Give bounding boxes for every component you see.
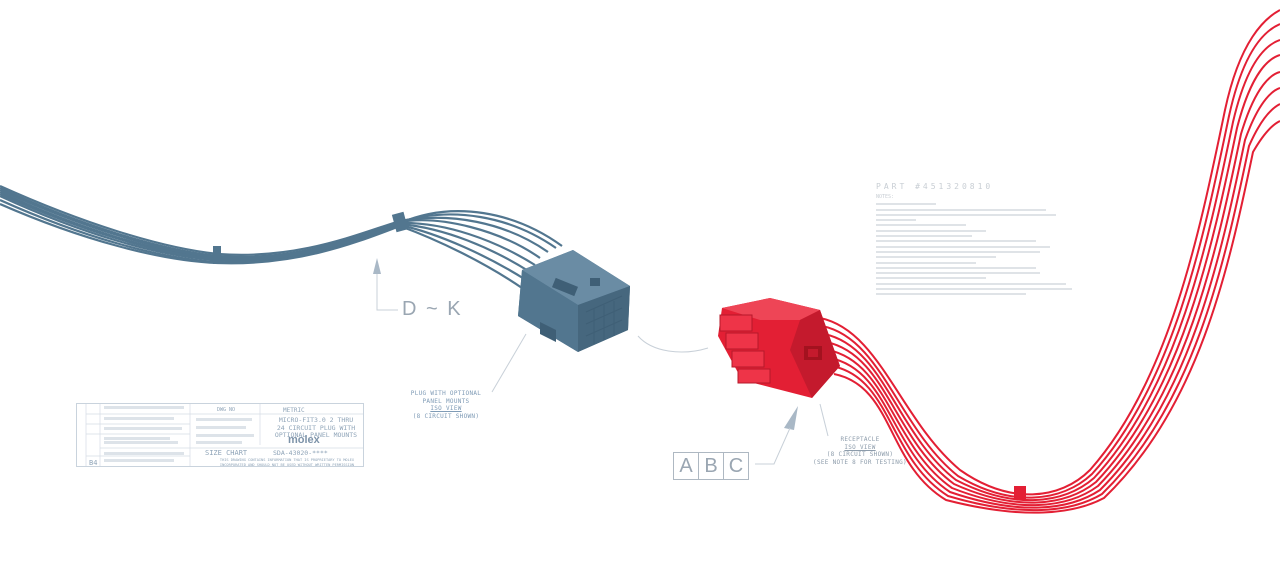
- plug-caption-line: PANEL MOUNTS: [422, 397, 470, 405]
- notes-block: PART #451320810 NOTES:: [876, 182, 1076, 299]
- title-block-metric: METRIC: [283, 407, 305, 414]
- title-block-description: MICRO-FIT3.0 2 THRU 24 CIRCUIT PLUG WITH…: [267, 416, 365, 440]
- title-block-filler-text: [104, 406, 254, 462]
- plug-caption-line: (8 CIRCUIT SHOWN): [412, 412, 480, 420]
- description-line: MICRO-FIT3.0 2 THRU: [278, 416, 354, 424]
- description-line: 24 CIRCUIT PLUG WITH: [276, 423, 356, 432]
- receptacle-caption-line: (8 CIRCUIT SHOWN): [826, 451, 894, 458]
- title-block: DWG NO METRIC MICRO-FIT3.0 2 THRU 24 CIR…: [76, 403, 364, 467]
- part-number: PART #451320810: [876, 182, 994, 191]
- sheet-size: B4: [89, 459, 98, 467]
- abc-callout-arrow: [755, 406, 798, 465]
- callout-letter-c: C: [724, 452, 749, 480]
- receptacle-wire-bundle: [819, 9, 1280, 514]
- cable-tie: [391, 211, 409, 233]
- receptacle-caption-line: RECEPTACLE: [840, 436, 880, 443]
- description-line: OPTIONAL PANEL MOUNTS: [274, 431, 358, 439]
- molex-logo: molex: [288, 434, 320, 446]
- cable-tie: [1014, 486, 1026, 500]
- plug-wire-bundle: [0, 184, 563, 289]
- mating-indicator: [637, 335, 709, 353]
- receptacle-caption-line: (SEE NOTE 8 FOR TESTING): [813, 458, 907, 466]
- receptacle-caption-line: ISO VIEW: [844, 443, 876, 451]
- abc-callout-box: A B C: [673, 452, 749, 480]
- proprietary-disclaimer: THIS DRAWING CONTAINS INFORMATION THAT I…: [209, 458, 365, 467]
- disclaimer-line: INCORPORATED AND SHOULD NOT BE USED WITH…: [219, 462, 355, 467]
- receptacle-caption-leader: [819, 403, 829, 437]
- plug-connector: [518, 250, 630, 352]
- notes-label: NOTES:: [876, 194, 895, 200]
- receptacle-connector: [718, 298, 840, 398]
- plug-caption: PLUG WITH OPTIONAL PANEL MOUNTS ISO VIEW…: [400, 390, 492, 420]
- callout-letter-b: B: [699, 452, 724, 480]
- size-chart-label: SIZE CHART: [205, 449, 248, 457]
- receptacle-caption: RECEPTACLE ISO VIEW (8 CIRCUIT SHOWN) (S…: [812, 436, 908, 466]
- plug-caption-line: PLUG WITH OPTIONAL: [410, 390, 482, 397]
- disclaimer-line: THIS DRAWING CONTAINS INFORMATION THAT I…: [219, 458, 355, 462]
- plug-caption-leader: [491, 333, 527, 393]
- cable-tie: [213, 246, 221, 264]
- document-number: SDA-43020-****: [273, 449, 328, 457]
- dk-callout-label: D ~ K: [402, 298, 463, 320]
- title-block-dwg: DWG NO: [217, 407, 236, 413]
- plug-caption-line: ISO VIEW: [430, 405, 462, 412]
- callout-letter-a: A: [673, 452, 699, 480]
- title-block-grid: [85, 403, 364, 467]
- dk-callout-arrow: [373, 258, 398, 311]
